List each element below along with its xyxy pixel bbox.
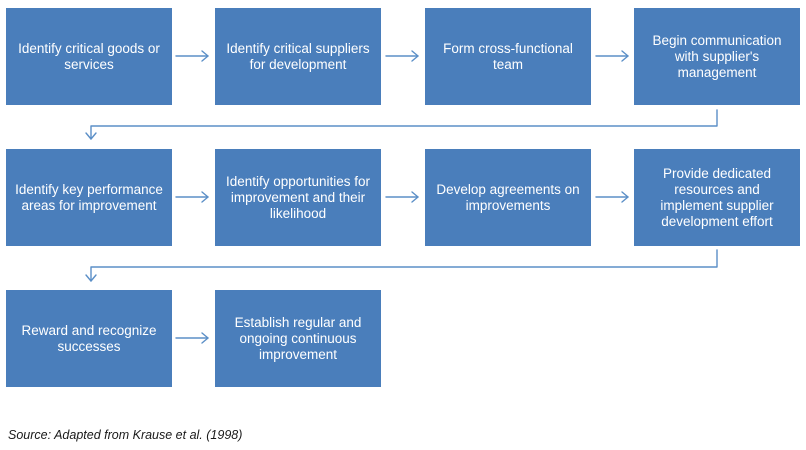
step-form-team: Form cross-functional team [425, 8, 591, 105]
step-develop-agreements: Develop agreements on improvements [425, 149, 591, 246]
step-identify-critical-goods: Identify critical goods or services [6, 8, 172, 105]
step-label: Reward and recognize successes [21, 322, 157, 354]
step-identify-critical-suppliers: Identify critical suppliers for developm… [215, 8, 381, 105]
step-provide-resources: Provide dedicated resources and implemen… [634, 149, 800, 246]
step-reward-successes: Reward and recognize successes [6, 290, 172, 387]
step-label: Identify critical goods or services [18, 40, 160, 72]
step-begin-communication: Begin communication with supplier's mana… [634, 8, 800, 105]
step-label: Identify critical suppliers for developm… [226, 40, 370, 72]
arrow-row1-to-row2 [85, 109, 718, 140]
step-label: Form cross-functional team [443, 40, 573, 72]
step-label: Identify opportunities for improvement a… [225, 173, 371, 221]
step-identify-performance-areas: Identify key performance areas for impro… [6, 149, 172, 246]
step-label: Establish regular and ongoing continuous… [234, 314, 362, 362]
step-identify-opportunities: Identify opportunities for improvement a… [215, 149, 381, 246]
arrow-step9-to-step10 [175, 332, 209, 344]
arrow-step1-to-step2 [175, 50, 209, 62]
step-label: Develop agreements on improvements [436, 181, 580, 213]
arrow-step6-to-step7 [385, 191, 419, 203]
arrow-step3-to-step4 [595, 50, 629, 62]
arrow-row2-to-row3 [85, 249, 718, 282]
step-label: Provide dedicated resources and implemen… [660, 165, 774, 229]
step-continuous-improvement: Establish regular and ongoing continuous… [215, 290, 381, 387]
arrow-step5-to-step6 [175, 191, 209, 203]
step-label: Begin communication with supplier's mana… [652, 32, 782, 80]
source-citation: Source: Adapted from Krause et al. (1998… [8, 428, 243, 442]
arrow-step2-to-step3 [385, 50, 419, 62]
arrow-step7-to-step8 [595, 191, 629, 203]
step-label: Identify key performance areas for impro… [15, 181, 163, 213]
